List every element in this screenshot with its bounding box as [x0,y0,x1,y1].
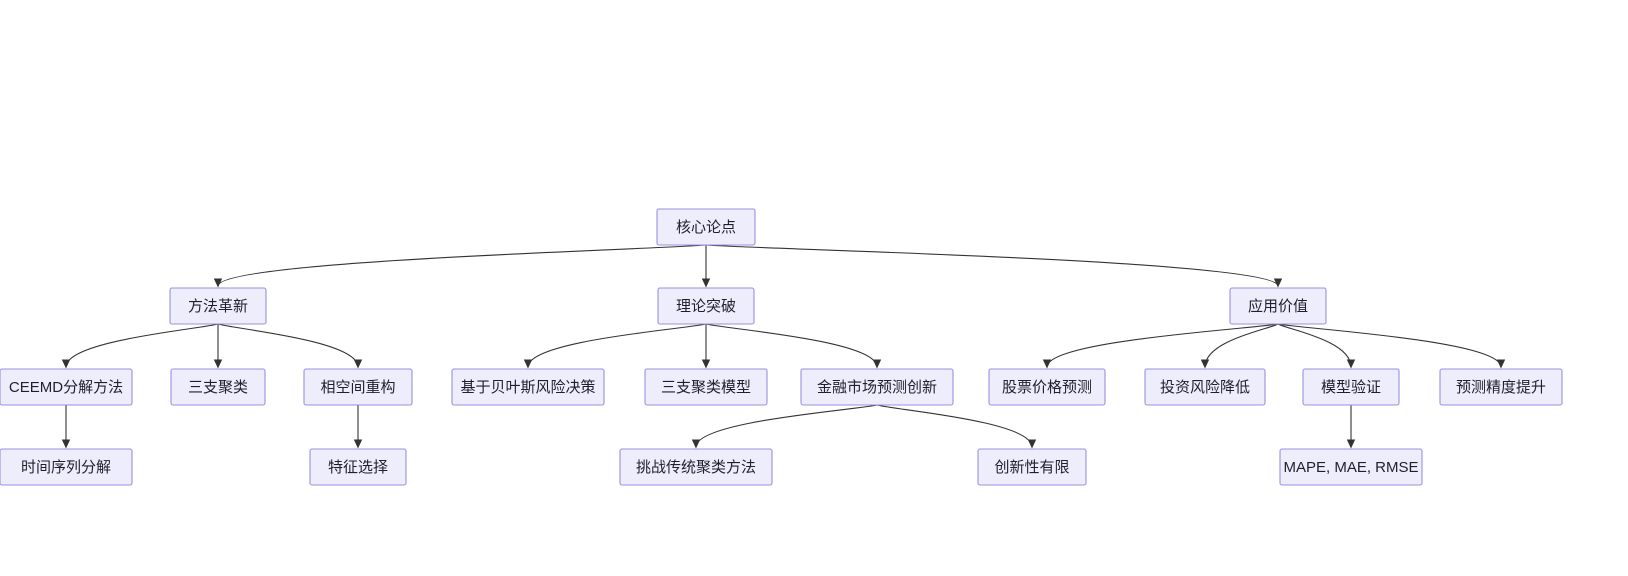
edge-application-to-validate [1277,323,1352,368]
node-box-validate[interactable] [1302,368,1400,406]
node-validate[interactable]: 模型验证 [1302,368,1400,406]
node-box-threeway[interactable] [170,368,266,406]
node-twmodel[interactable]: 三支聚类模型 [644,368,768,406]
edge-arrowhead [1200,359,1210,369]
node-box-phase[interactable] [303,368,413,406]
node-application[interactable]: 应用价值 [1229,287,1327,325]
node-box-risk[interactable] [1144,368,1266,406]
node-core[interactable]: 核心论点 [656,208,756,246]
node-box-feature[interactable] [309,448,407,486]
edge-arrowhead [691,439,701,449]
node-box-accuracy[interactable] [1439,368,1563,406]
edge-arrowhead [61,439,71,449]
edge-arrowhead [353,359,363,369]
node-challenge[interactable]: 挑战传统聚类方法 [619,448,773,486]
node-box-method[interactable] [169,287,267,325]
edge-arrowhead [353,439,363,449]
nodes-layer: 核心论点方法革新 理论突破 应用价值 CEEMD分解方法三支聚类相空间重构基于贝叶斯风… [0,208,1563,486]
node-accuracy[interactable]: 预测精度提升 [1439,368,1563,406]
edge-arrowhead [1027,439,1037,449]
node-box-core[interactable] [656,208,756,246]
edge-arrowhead [1346,359,1356,369]
node-box-challenge[interactable] [619,448,773,486]
node-method[interactable]: 方法革新 [169,287,267,325]
node-phase[interactable]: 相空间重构 [303,368,413,406]
node-limited[interactable]: 创新性有限 [977,448,1087,486]
edge-application-to-risk [1204,323,1279,368]
node-tsdecomp[interactable]: 时间序列分解 [0,448,133,486]
node-theory[interactable]: 理论突破 [657,287,755,325]
node-box-application[interactable] [1229,287,1327,325]
edge-arrowhead [1346,439,1356,449]
edge-arrowhead [701,278,711,288]
edge-arrowhead [213,278,223,288]
node-box-finance[interactable] [800,368,954,406]
node-box-bayes[interactable] [451,368,605,406]
node-metrics[interactable]: MAPE, MAE, RMSE [1279,448,1423,486]
edge-method-to-ceemd [65,323,219,368]
edge-arrowhead [1496,359,1506,369]
edge-arrowhead [213,359,223,369]
edge-arrowhead [1042,359,1052,369]
edge-core-to-application [705,244,1279,287]
node-threeway[interactable]: 三支聚类 [170,368,266,406]
edge-method-to-phase [217,323,359,368]
node-finance[interactable]: 金融市场预测创新 [800,368,954,406]
edge-theory-to-finance [705,323,878,368]
node-box-limited[interactable] [977,448,1087,486]
edge-core-to-method [217,244,707,287]
edge-theory-to-bayes [527,323,707,368]
node-stock[interactable]: 股票价格预测 [988,368,1106,406]
node-box-ceemd[interactable] [0,368,133,406]
node-risk[interactable]: 投资风险降低 [1144,368,1266,406]
node-box-metrics[interactable] [1279,448,1423,486]
node-feature[interactable]: 特征选择 [309,448,407,486]
edge-arrowhead [523,359,533,369]
edge-application-to-accuracy [1277,323,1502,368]
edge-finance-to-challenge [695,404,878,448]
node-box-theory[interactable] [657,287,755,325]
node-box-tsdecomp[interactable] [0,448,133,486]
edge-finance-to-limited [876,404,1033,448]
node-box-stock[interactable] [988,368,1106,406]
node-bayes[interactable]: 基于贝叶斯风险决策 [451,368,605,406]
edge-arrowhead [701,359,711,369]
edge-arrowhead [1273,278,1283,288]
edge-arrowhead [872,359,882,369]
node-ceemd[interactable]: CEEMD分解方法 [0,368,133,406]
edge-application-to-stock [1046,323,1279,368]
node-box-twmodel[interactable] [644,368,768,406]
edge-arrowhead [61,359,71,369]
edges-layer [61,244,1506,449]
